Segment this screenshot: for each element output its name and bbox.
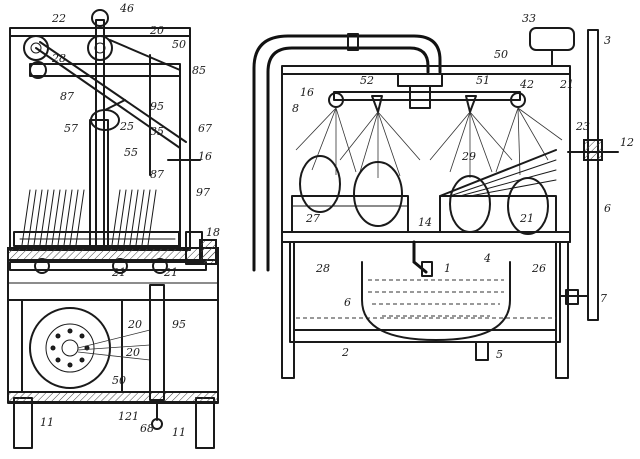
plate-rack xyxy=(21,189,157,246)
label: 23 xyxy=(575,120,590,133)
left-leg-rear xyxy=(195,397,215,449)
label: 1 xyxy=(444,262,451,275)
label: 50 xyxy=(172,38,186,51)
label: 20 xyxy=(127,318,142,331)
label: 12 xyxy=(620,136,634,149)
top-gear-mid xyxy=(87,35,113,61)
label: 29 xyxy=(461,150,476,163)
pump-housing xyxy=(21,299,123,393)
label: 33 xyxy=(522,12,536,25)
label: 97 xyxy=(196,186,210,199)
label: 50 xyxy=(494,48,508,61)
label: 95 xyxy=(150,100,164,113)
label: 11 xyxy=(172,426,186,439)
label: 6 xyxy=(344,296,351,309)
right-view xyxy=(252,27,619,379)
label: 87 xyxy=(60,90,74,103)
label: 11 xyxy=(40,416,54,429)
motor xyxy=(529,27,575,51)
label: 14 xyxy=(418,216,432,229)
spray-manifold xyxy=(333,91,521,101)
pump-wheel xyxy=(29,307,111,389)
right-tank xyxy=(289,241,561,343)
left-view xyxy=(7,9,219,449)
label: 3 xyxy=(604,34,611,47)
label: 42 xyxy=(519,78,534,91)
label: 20 xyxy=(149,24,164,37)
label: 16 xyxy=(300,86,314,99)
label: 21 xyxy=(111,266,126,279)
label: 20 xyxy=(125,346,140,359)
label: 26 xyxy=(531,262,546,275)
label: 16 xyxy=(198,150,212,163)
left-leg-front xyxy=(13,397,33,449)
label: 57 xyxy=(64,122,78,135)
label: 21 xyxy=(559,78,574,91)
label: 5 xyxy=(496,348,503,361)
main-shaft xyxy=(89,119,109,251)
label: 6 xyxy=(604,202,611,215)
reservoir xyxy=(361,261,511,341)
label: 121 xyxy=(118,410,139,423)
label: 67 xyxy=(198,122,212,135)
left-view-labels: 22 46 20 50 28 85 87 57 55 95 25 35 67 1… xyxy=(40,2,220,439)
label: 95 xyxy=(172,318,186,331)
label: 55 xyxy=(124,146,138,159)
label: 85 xyxy=(192,64,206,77)
label: 21 xyxy=(163,266,178,279)
spray-fans xyxy=(295,107,563,178)
water-ripples xyxy=(368,279,504,317)
label: 35 xyxy=(150,125,164,138)
right-column xyxy=(587,29,599,321)
label: 25 xyxy=(119,120,134,133)
label: 7 xyxy=(600,292,607,305)
label: 87 xyxy=(150,168,164,181)
pump-wheel-dots xyxy=(50,328,90,368)
label: 52 xyxy=(360,74,374,87)
right-view-labels: 33 3 50 52 16 8 51 42 23 21 12 29 27 14 … xyxy=(292,12,634,361)
label: 28 xyxy=(51,52,66,65)
label: 51 xyxy=(476,74,490,87)
label: 21 xyxy=(519,212,534,225)
label: 18 xyxy=(206,226,220,239)
label: 8 xyxy=(292,102,299,115)
label: 4 xyxy=(483,252,491,265)
supply-pipe xyxy=(266,46,430,272)
label: 46 xyxy=(119,2,134,15)
label: 27 xyxy=(305,212,320,225)
label: 2 xyxy=(341,346,349,359)
label: 28 xyxy=(315,262,330,275)
spray-nozzles xyxy=(328,92,526,113)
label: 68 xyxy=(140,422,154,435)
label: 22 xyxy=(51,12,66,25)
label: 50 xyxy=(112,374,126,387)
